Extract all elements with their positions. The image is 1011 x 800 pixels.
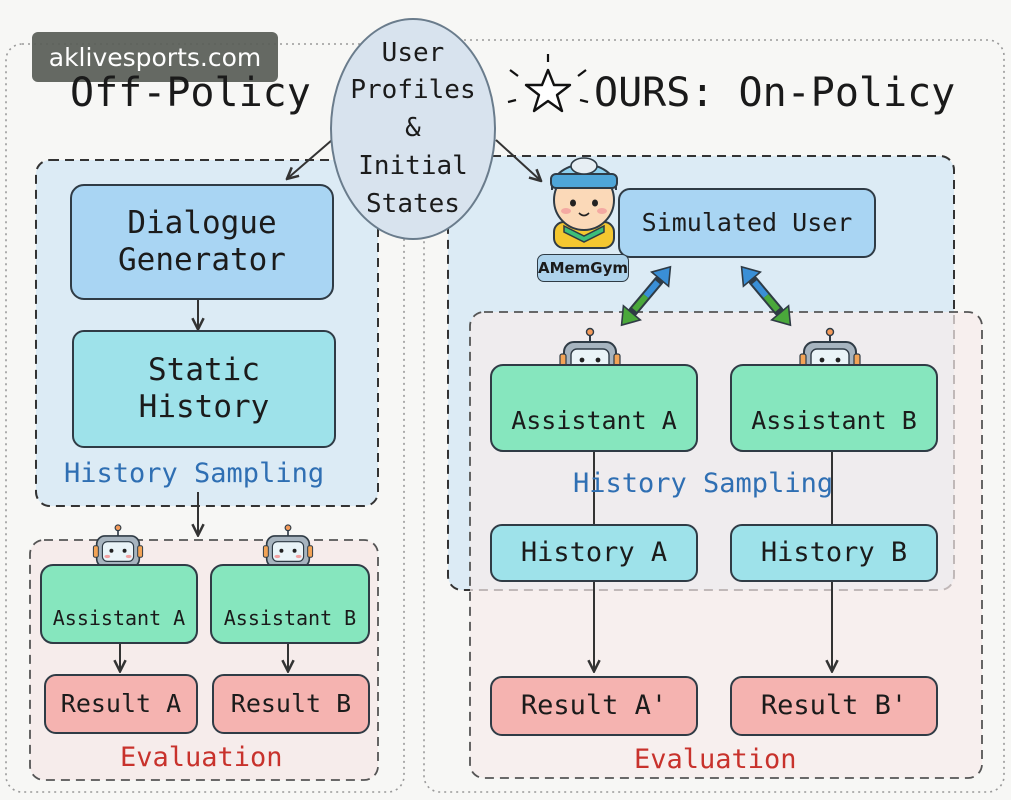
history-a: History A: [490, 524, 698, 582]
on-result-a: Result A': [490, 676, 698, 736]
off-evaluation-label: Evaluation: [120, 742, 283, 773]
robot-icon: [262, 524, 314, 576]
watermark: aklivesports.com: [32, 32, 278, 82]
off-policy-panel: [5, 43, 405, 793]
off-assistant-a: Assistant A: [40, 564, 198, 644]
off-assistant-b: Assistant B: [210, 564, 370, 644]
dialogue-generator: Dialogue Generator: [70, 184, 334, 300]
on-policy-panel: [423, 39, 1005, 793]
on-history-sampling-label: History Sampling: [573, 468, 834, 499]
bidirectional-arrow-icon: [620, 265, 672, 327]
simulated-user: Simulated User: [618, 188, 876, 258]
amemgym-badge: AMemGym: [537, 254, 629, 282]
user-profiles-initial-states: User Profiles & Initial States: [330, 18, 496, 240]
on-result-b: Result B': [730, 676, 938, 736]
user-avatar-icon: [550, 157, 618, 249]
off-result-a: Result A: [44, 674, 198, 734]
off-history-sampling-label: History Sampling: [64, 458, 325, 489]
history-b: History B: [730, 524, 938, 582]
bidirectional-arrow-icon: [740, 265, 792, 327]
off-result-b: Result B: [212, 674, 370, 734]
arrow-profiles-to-generator: [288, 139, 333, 178]
star-icon: [507, 54, 589, 113]
off-policy-title: Off-Policy: [70, 70, 311, 116]
arrow-profiles-to-simulated-user: [495, 139, 540, 180]
static-history: Static History: [72, 330, 336, 448]
on-evaluation-label: Evaluation: [634, 744, 797, 775]
on-policy-title: OURS: On-Policy: [594, 70, 956, 116]
on-assistant-b: Assistant B: [730, 364, 938, 452]
on-assistant-a: Assistant A: [490, 364, 698, 452]
